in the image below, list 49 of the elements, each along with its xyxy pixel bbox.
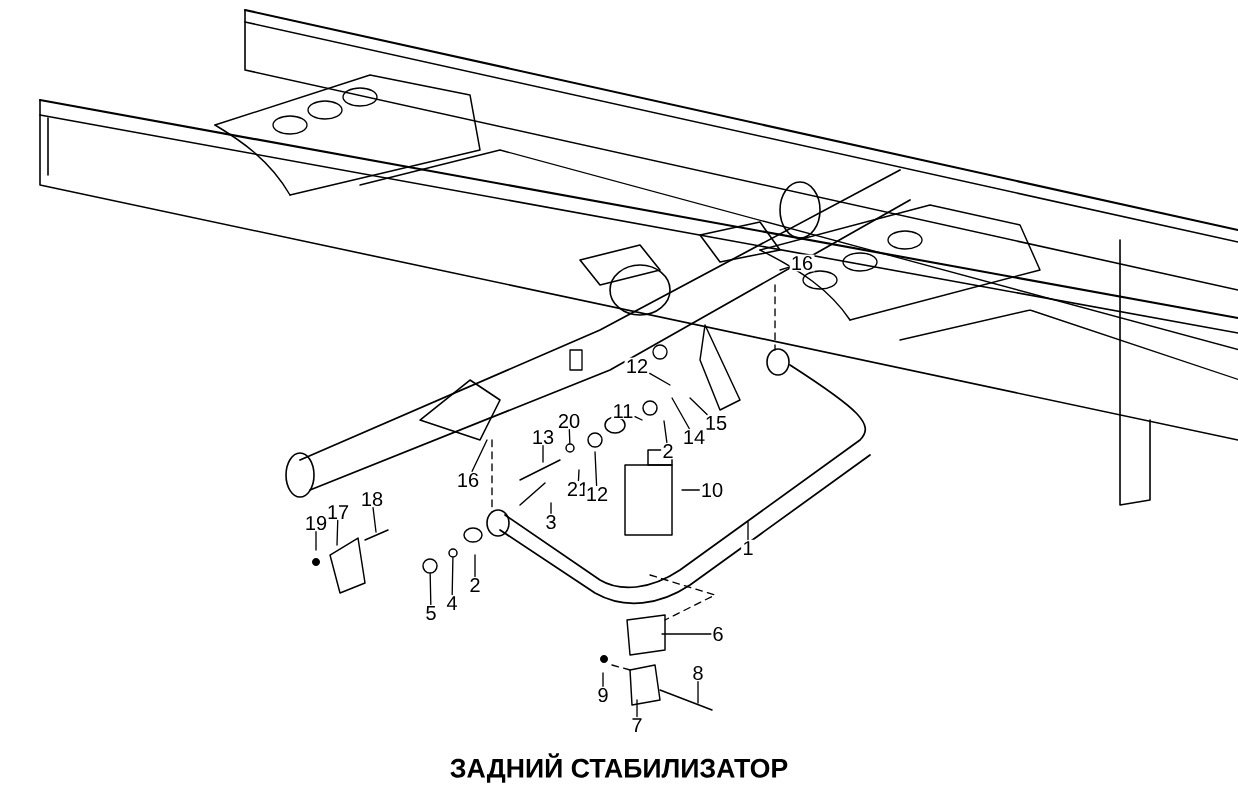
callout-number: 13 — [530, 428, 556, 446]
leader-line — [315, 531, 317, 551]
callout-number: 7 — [630, 716, 644, 734]
callout-number: 16 — [789, 254, 815, 272]
callout-number: 5 — [424, 604, 438, 622]
leader-line — [681, 489, 700, 491]
callout-number: 10 — [699, 481, 725, 499]
leader-line — [577, 469, 580, 482]
callout-number: 4 — [445, 594, 459, 612]
nut — [422, 558, 438, 574]
callout-number: 20 — [556, 412, 582, 430]
callout-number: 19 — [303, 514, 329, 532]
callout-number: 11 — [611, 402, 635, 420]
title: ЗАДНИЙ СТАБИЛИЗАТОР — [450, 753, 788, 783]
leader-line — [697, 681, 699, 704]
callout-number: 14 — [681, 428, 707, 446]
leader-line — [471, 439, 488, 472]
leader-line — [372, 507, 377, 533]
leader-line — [747, 521, 749, 541]
leader-line — [451, 557, 454, 596]
leader-line — [594, 451, 598, 487]
leader-line — [689, 397, 708, 416]
callout-number: 6 — [711, 625, 725, 643]
callout-number: 1 — [741, 539, 755, 557]
callout-number: 16 — [455, 471, 481, 489]
leader-line — [550, 502, 552, 514]
leader-line — [779, 266, 790, 271]
leader-line — [429, 573, 432, 606]
leader-line — [542, 445, 544, 463]
leader-line — [649, 372, 671, 386]
leader-line — [671, 397, 690, 430]
leader-line — [663, 420, 668, 444]
callout-number: 3 — [544, 513, 558, 531]
callout-number: 12 — [584, 485, 610, 503]
callout-number: 2 — [661, 442, 675, 460]
leader-line — [602, 672, 604, 687]
leader-line — [636, 699, 638, 718]
washer — [448, 548, 458, 558]
callout-number: 9 — [596, 686, 610, 704]
leader-line — [661, 633, 712, 635]
callout-number: 12 — [624, 357, 650, 375]
leader-line — [634, 416, 643, 421]
callout-number: 2 — [468, 576, 482, 594]
callout-number: 18 — [359, 490, 385, 508]
leader-line — [336, 519, 339, 546]
leader-line — [568, 429, 571, 444]
callout-number: 8 — [691, 664, 705, 682]
washer — [565, 443, 575, 453]
leader-line — [474, 554, 476, 578]
